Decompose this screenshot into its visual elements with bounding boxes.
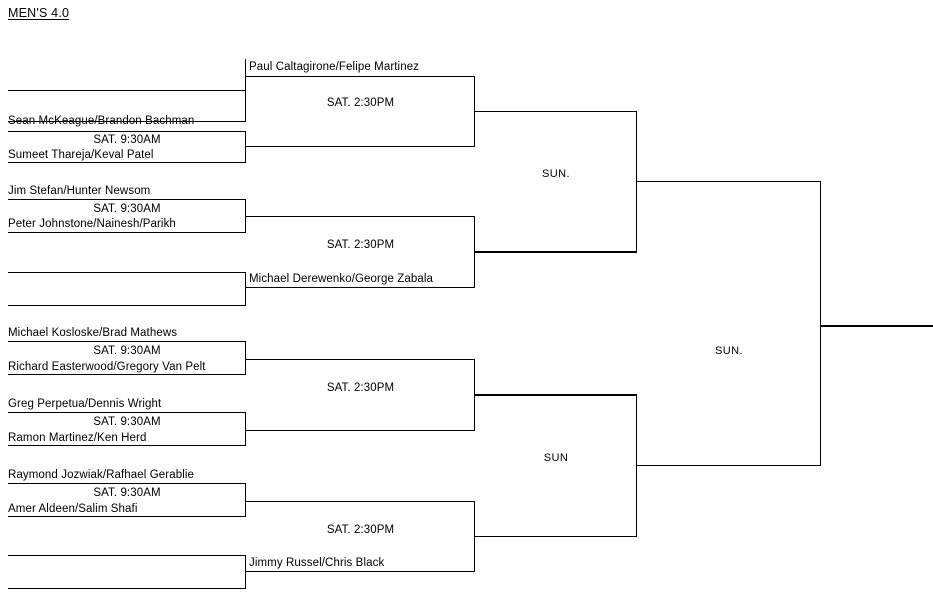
- round2-match3-bottom-line: [246, 430, 475, 431]
- round2-match1-bottom-line: [246, 146, 475, 147]
- final-bottom-line: [637, 465, 821, 466]
- round2-match4-winner-name: Jimmy Russel/Chris Black: [249, 557, 385, 569]
- round1-match7-bottom-line: [8, 516, 246, 517]
- final-top-line: [637, 181, 821, 182]
- round1-match6-top-name: Greg Perpetua/Dennis Wright: [8, 398, 162, 410]
- round1-match5-bottom-name: Richard Easterwood/Gregory Van Pelt: [8, 361, 206, 373]
- round2-match3-time: SAT. 2:30PM: [326, 382, 395, 394]
- round1-match3-bottom-name: Peter Johnstone/Nainesh/Parikh: [8, 218, 176, 230]
- round1-match1-connector: [245, 59, 246, 121]
- round1-match7-bottom-name: Amer Aldeen/Salim Shafi: [8, 503, 138, 515]
- round1-match2-top-name: Sean McKeague/Brandon Bachman: [8, 115, 195, 127]
- semifinal2-connector: [636, 394, 637, 536]
- round1-match4-bottom-line: [8, 305, 246, 306]
- round2-match3-connector: [474, 359, 475, 430]
- round1-match4-top-line: [8, 272, 246, 273]
- semifinal1-top-line: [475, 111, 637, 112]
- round2-match4-connector: [474, 501, 475, 571]
- round1-match7-connector: [245, 483, 246, 516]
- round1-match7-top-line: [8, 483, 246, 484]
- round1-match4-connector: [245, 272, 246, 305]
- round1-match7-time: SAT. 9:30AM: [93, 487, 161, 499]
- round1-match6-top-line: [8, 412, 246, 413]
- round2-match1-top-line: [246, 76, 475, 77]
- round1-match5-connector: [245, 341, 246, 374]
- round1-match6-bottom-line: [8, 445, 246, 446]
- round1-match6-time: SAT. 9:30AM: [93, 416, 161, 428]
- round1-match5-top-line: [8, 341, 246, 342]
- round2-match2-connector: [474, 216, 475, 287]
- round1-match7-top-name: Raymond Jozwiak/Rafhael Gerablie: [8, 469, 195, 481]
- round1-match8-top-line: [8, 555, 246, 556]
- round1-match5-top-name: Michael Kosloske/Brad Mathews: [8, 327, 178, 339]
- round1-match8-connector: [245, 555, 246, 588]
- champion-line: [820, 325, 933, 327]
- round1-match2-bottom-line: [8, 162, 246, 163]
- round2-match1-top-name: Paul Caltagirone/Felipe Martinez: [249, 61, 420, 73]
- round1-match8-bottom-line: [8, 588, 246, 589]
- semifinal1-connector: [636, 111, 637, 253]
- semifinal1-time: SUN.: [542, 168, 570, 180]
- round1-match3-top-line: [8, 199, 246, 200]
- round1-match2-bottom-name: Sumeet Thareja/Keval Patel: [8, 149, 154, 161]
- final-time: SUN.: [715, 345, 743, 357]
- round2-match4-bottom-line: [246, 571, 475, 572]
- round1-match6-connector: [245, 412, 246, 445]
- round1-match2-time: SAT. 9:30AM: [93, 134, 161, 146]
- page-title: MEN'S 4.0: [8, 6, 70, 20]
- round1-match2-connector: [245, 131, 246, 162]
- round2-match4-time: SAT. 2:30PM: [326, 524, 395, 536]
- final-connector: [820, 181, 821, 466]
- round1-match2-top-line: [8, 131, 246, 132]
- round2-match1-time: SAT. 2:30PM: [326, 97, 395, 109]
- round2-match2-top-line: [246, 216, 475, 217]
- round1-match5-time: SAT. 9:30AM: [93, 345, 161, 357]
- round1-match5-bottom-line: [8, 374, 246, 375]
- semifinal1-bottom-line: [475, 251, 637, 253]
- round1-match3-top-name: Jim Stefan/Hunter Newsom: [8, 185, 151, 197]
- round1-match3-bottom-line: [8, 232, 246, 233]
- round2-match3-top-line: [246, 359, 475, 360]
- round1-match3-time: SAT. 9:30AM: [93, 203, 161, 215]
- round2-match2-bottom-line: [246, 287, 475, 288]
- round2-match2-time: SAT. 2:30PM: [326, 239, 395, 251]
- semifinal2-top-line: [475, 394, 637, 396]
- round1-match3-connector: [245, 199, 246, 232]
- round2-match2-winner-name: Michael Derewenko/George Zabala: [249, 273, 434, 285]
- round2-match1-connector: [474, 76, 475, 146]
- round1-match6-bottom-name: Ramon Martinez/Ken Herd: [8, 432, 147, 444]
- round1-match1-top-line: [8, 90, 246, 91]
- round2-match4-top-line: [246, 501, 475, 502]
- round1-match1-bottom-line: [8, 121, 246, 122]
- semifinal2-time: SUN: [543, 452, 569, 464]
- semifinal2-bottom-line: [475, 536, 637, 537]
